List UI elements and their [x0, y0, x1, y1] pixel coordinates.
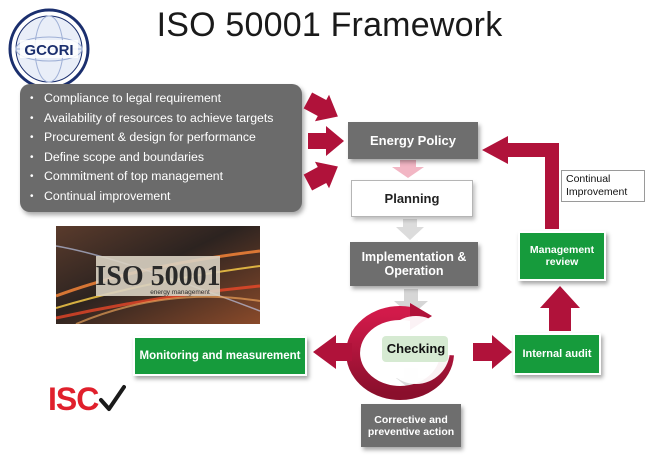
input-arrows — [303, 92, 344, 191]
iso-image-subtitle: energy management — [150, 289, 210, 296]
list-item: Commitment of top management — [30, 167, 296, 187]
iso-50001-image: ISO 50001 energy management — [55, 226, 261, 325]
isc-logo: ISC — [48, 378, 128, 418]
management-review-box: Management review — [518, 231, 606, 281]
checking-label: Checking — [386, 340, 446, 356]
requirements-list: Compliance to legal requirement Availabi… — [30, 89, 296, 207]
page-title: ISO 50001 Framework — [156, 6, 503, 44]
arrow-down-policy-planning — [392, 160, 424, 178]
arrow-down-planning-implementation — [396, 219, 424, 240]
continual-improvement-label: Continual Improvement — [561, 170, 645, 202]
list-item: Define scope and boundaries — [30, 148, 296, 168]
gcori-logo-text: GCORI — [24, 42, 73, 59]
ring-arrowhead — [410, 303, 432, 330]
isc-logo-text: ISC — [48, 381, 99, 417]
arrow-to-management-review — [540, 286, 580, 331]
gcori-globe-logo-icon: GCORI — [8, 8, 90, 90]
list-item: Availability of resources to achieve tar… — [30, 109, 296, 129]
arrow-loop-to-policy — [505, 143, 559, 229]
checkmark-icon — [99, 385, 126, 411]
requirements-box: Compliance to legal requirement Availabi… — [20, 84, 302, 212]
corrective-action-box: Corrective and preventive action — [361, 404, 461, 447]
arrow-down-checking-corrective — [396, 368, 426, 390]
arrow-loop-head — [482, 136, 508, 164]
internal-audit-box: Internal audit — [513, 333, 601, 375]
arrow-down-implementation-checking — [394, 289, 428, 316]
monitoring-box: Monitoring and measurement — [133, 336, 307, 376]
list-item: Continual improvement — [30, 187, 296, 207]
energy-policy-box: Energy Policy — [348, 122, 478, 159]
list-item: Compliance to legal requirement — [30, 89, 296, 109]
gcori-logo: GCORI — [8, 8, 90, 90]
list-item: Procurement & design for performance — [30, 128, 296, 148]
arrow-to-monitoring — [313, 335, 352, 369]
arrow-to-internal-audit — [473, 335, 512, 369]
implementation-box: Implementation & Operation — [350, 242, 478, 286]
iso-image-title: ISO 50001 — [95, 261, 220, 292]
planning-box: Planning — [351, 180, 473, 217]
